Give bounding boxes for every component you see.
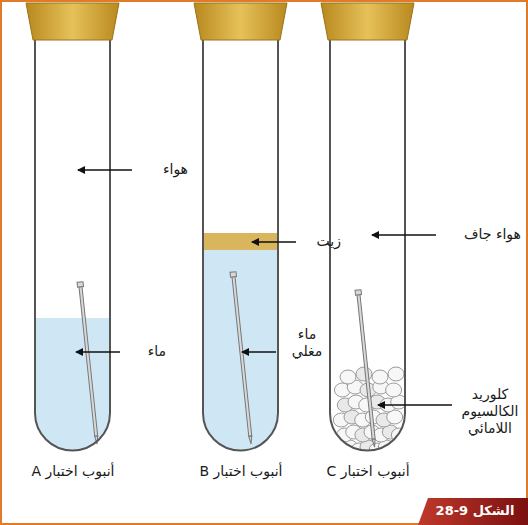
- boiled-water-label: ماء مغلي: [281, 326, 333, 360]
- tube-label: أنبوب اختبار C: [313, 463, 423, 480]
- figure-caption: الشكل 9-28: [424, 498, 526, 524]
- air-label: هواء: [138, 161, 188, 178]
- water-label: ماء: [126, 343, 166, 360]
- tube-label: أنبوب اختبار A: [18, 463, 128, 480]
- oil-label: زيت: [301, 233, 341, 250]
- tube-label: أنبوب اختبار B: [186, 463, 296, 480]
- dry-air-label: هواء جاف: [441, 226, 521, 243]
- calcium-chloride-label: كلوريد الكالسيوم اللامائي: [456, 386, 524, 437]
